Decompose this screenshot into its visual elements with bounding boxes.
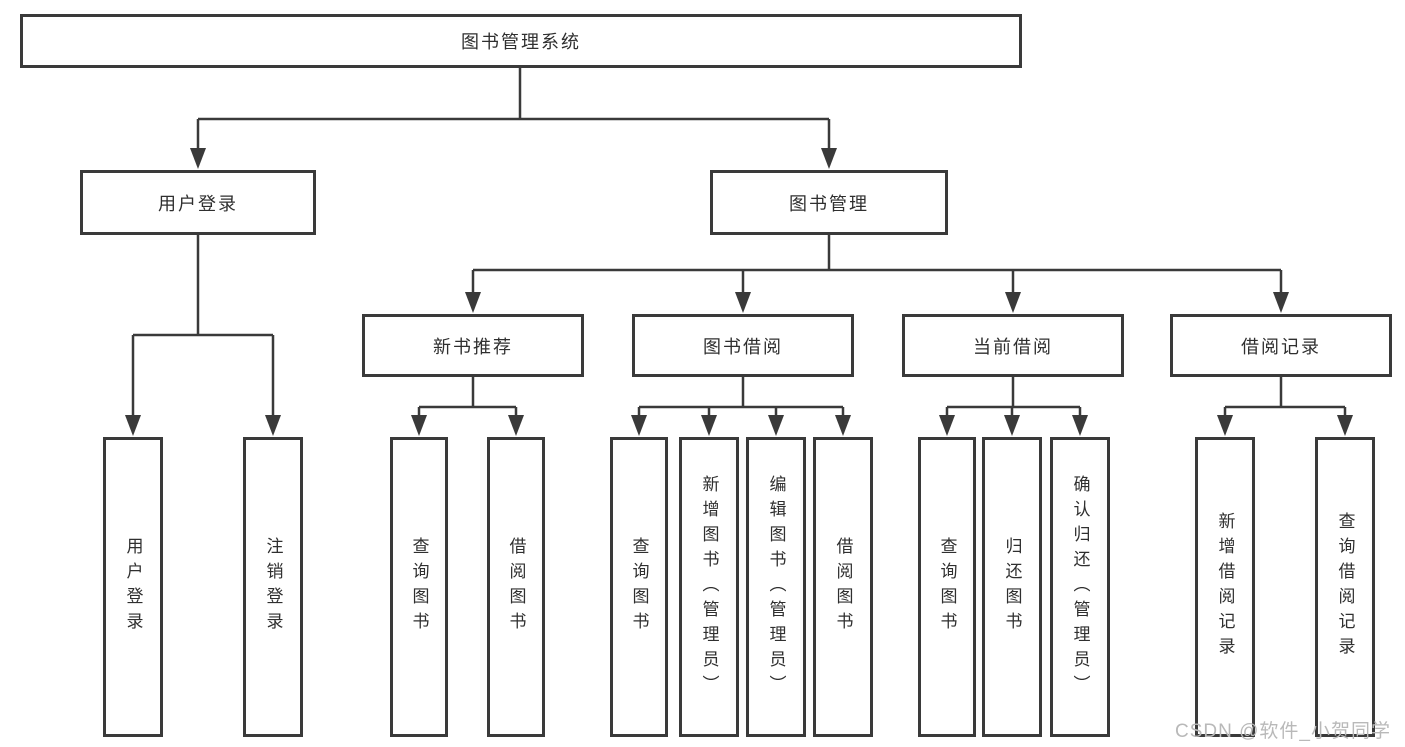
leaf-return-book-label: 归还图书 (1002, 537, 1022, 637)
leaf-confirm-return-admin-label: 确认归还（管理员） (1070, 474, 1090, 700)
watermark: CSDN @软件_小贺同学 (1175, 721, 1391, 742)
leaf-borrow-query-book: 查询图书 (610, 437, 668, 737)
node-root: 图书管理系统 (20, 14, 1022, 68)
node-book-management: 图书管理 (710, 170, 948, 235)
node-book-borrow: 图书借阅 (632, 314, 854, 377)
node-root-label: 图书管理系统 (461, 32, 581, 52)
leaf-borrow-borrow-book: 借阅图书 (813, 437, 873, 737)
node-user-login: 用户登录 (80, 170, 316, 235)
arrowhead-icons (125, 148, 1353, 436)
leaf-query-borrow-record: 查询借阅记录 (1315, 437, 1375, 737)
node-book-management-label: 图书管理 (789, 193, 869, 214)
leaf-add-borrow-record: 新增借阅记录 (1195, 437, 1255, 737)
leaf-current-query-book: 查询图书 (918, 437, 976, 737)
leaf-add-book-admin: 新增图书（管理员） (679, 437, 739, 737)
leaf-edit-book-admin: 编辑图书（管理员） (746, 437, 806, 737)
leaf-edit-book-admin-label: 编辑图书（管理员） (766, 474, 786, 700)
leaf-current-query-book-label: 查询图书 (937, 537, 957, 637)
leaf-user-login-label: 用户登录 (123, 537, 143, 637)
leaf-return-book: 归还图书 (982, 437, 1042, 737)
leaf-confirm-return-admin: 确认归还（管理员） (1050, 437, 1110, 737)
connector-book-borrow (637, 377, 845, 420)
node-new-book-recommend: 新书推荐 (362, 314, 584, 377)
node-borrow-records: 借阅记录 (1170, 314, 1392, 377)
leaf-borrow-borrow-book-label: 借阅图书 (833, 537, 853, 637)
leaf-recommend-query-book: 查询图书 (390, 437, 448, 737)
leaf-recommend-query-book-label: 查询图书 (409, 537, 429, 637)
connector-current-borrow (945, 377, 1082, 420)
connector-borrow-records (1223, 377, 1347, 420)
node-current-borrow-label: 当前借阅 (973, 336, 1053, 357)
connector-user-login (131, 235, 275, 420)
leaf-user-login: 用户登录 (103, 437, 163, 737)
node-borrow-records-label: 借阅记录 (1241, 336, 1321, 357)
leaf-logout: 注销登录 (243, 437, 303, 737)
leaf-add-book-admin-label: 新增图书（管理员） (699, 474, 719, 700)
leaf-add-borrow-record-label: 新增借阅记录 (1215, 512, 1235, 662)
connector-new-book (417, 377, 518, 420)
leaf-query-borrow-record-label: 查询借阅记录 (1335, 512, 1355, 662)
leaf-borrow-query-book-label: 查询图书 (629, 537, 649, 637)
node-book-borrow-label: 图书借阅 (703, 336, 783, 357)
node-current-borrow: 当前借阅 (902, 314, 1124, 377)
node-new-book-recommend-label: 新书推荐 (433, 336, 513, 357)
leaf-logout-label: 注销登录 (263, 537, 283, 637)
connector-root (196, 68, 831, 152)
leaf-recommend-borrow-book-label: 借阅图书 (506, 537, 526, 637)
connector-book-management (471, 235, 1283, 296)
node-user-login-label: 用户登录 (158, 193, 238, 214)
leaf-recommend-borrow-book: 借阅图书 (487, 437, 545, 737)
